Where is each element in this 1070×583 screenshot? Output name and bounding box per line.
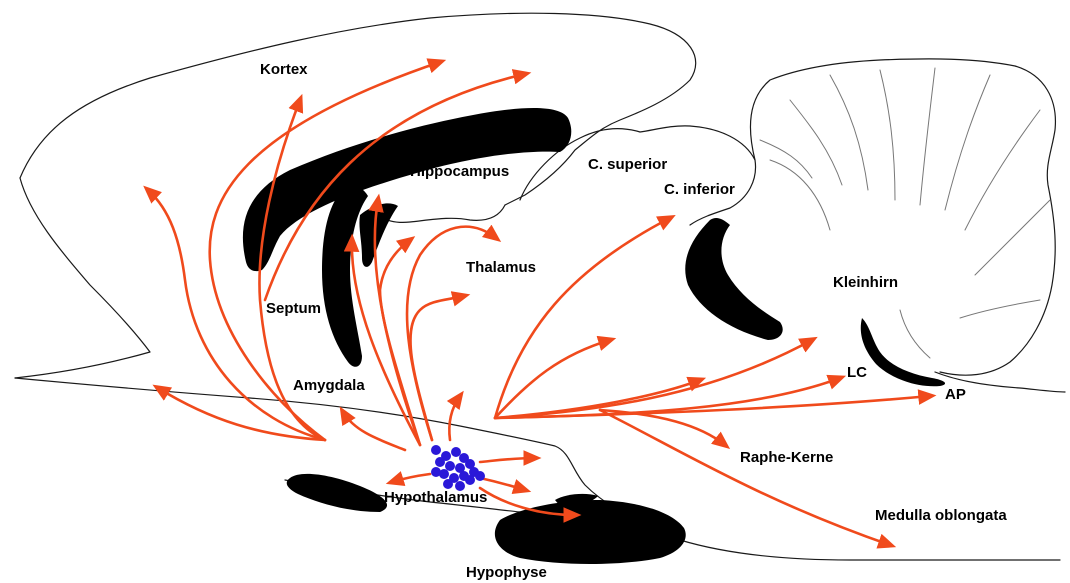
projection-arrow-local-up bbox=[449, 396, 460, 440]
folium-line bbox=[945, 75, 990, 210]
nucleus-dot bbox=[435, 457, 445, 467]
hypothalamic-nucleus-cluster bbox=[431, 445, 485, 491]
label-septum: Septum bbox=[266, 300, 321, 317]
folium-line bbox=[960, 300, 1040, 318]
label-medulla-oblongata: Medulla oblongata bbox=[875, 507, 1007, 524]
nucleus-dot bbox=[465, 475, 475, 485]
nucleus-dot bbox=[451, 447, 461, 457]
corpus-callosum bbox=[243, 108, 571, 271]
folium-line bbox=[770, 160, 830, 230]
projection-arrow-left bbox=[392, 474, 430, 482]
frontal-outline bbox=[15, 178, 150, 378]
label-c-superior: C. superior bbox=[588, 156, 667, 173]
label-thalamus: Thalamus bbox=[466, 259, 536, 276]
nucleus-dot bbox=[445, 461, 455, 471]
label-raphe-kerne: Raphe-Kerne bbox=[740, 449, 833, 466]
hypophyse-shape bbox=[495, 500, 686, 564]
brain-outline bbox=[15, 13, 1065, 560]
folium-line bbox=[920, 68, 935, 205]
cerebellum-folia bbox=[760, 68, 1050, 358]
folium-line bbox=[790, 100, 842, 185]
label-lc: LC bbox=[847, 364, 867, 381]
projection-arrow-c-inferior bbox=[495, 218, 670, 418]
label-hippocampus: Hippocampus bbox=[410, 163, 509, 180]
projection-arrow-right-1 bbox=[480, 458, 535, 462]
label-hypothalamus: Hypothalamus bbox=[384, 489, 487, 506]
folium-line bbox=[760, 140, 812, 178]
cerebellar-peduncle bbox=[861, 318, 945, 386]
label-kortex: Kortex bbox=[260, 61, 308, 78]
label-ap: AP bbox=[945, 386, 966, 403]
folium-line bbox=[965, 110, 1040, 230]
label-hypophyse: Hypophyse bbox=[466, 564, 547, 581]
nucleus-dot bbox=[431, 445, 441, 455]
fourth-ventricle bbox=[685, 218, 782, 340]
projection-arrow-cerebellum bbox=[495, 340, 812, 418]
nucleus-dot bbox=[475, 471, 485, 481]
nucleus-dot bbox=[431, 467, 441, 477]
label-kleinhirn: Kleinhirn bbox=[833, 274, 898, 291]
folium-line bbox=[830, 75, 868, 190]
folium-line bbox=[975, 200, 1050, 275]
label-c-inferior: C. inferior bbox=[664, 181, 735, 198]
projection-arrow-amygdala bbox=[343, 412, 405, 450]
cerebellum-outline bbox=[750, 59, 1055, 375]
optic-chiasm bbox=[287, 474, 387, 512]
black-structures bbox=[243, 108, 945, 564]
folium-line bbox=[880, 70, 895, 200]
label-amygdala: Amygdala bbox=[293, 377, 365, 394]
septal-fornix bbox=[322, 186, 368, 367]
folium-line bbox=[900, 310, 930, 358]
nucleus-dot bbox=[443, 479, 453, 489]
